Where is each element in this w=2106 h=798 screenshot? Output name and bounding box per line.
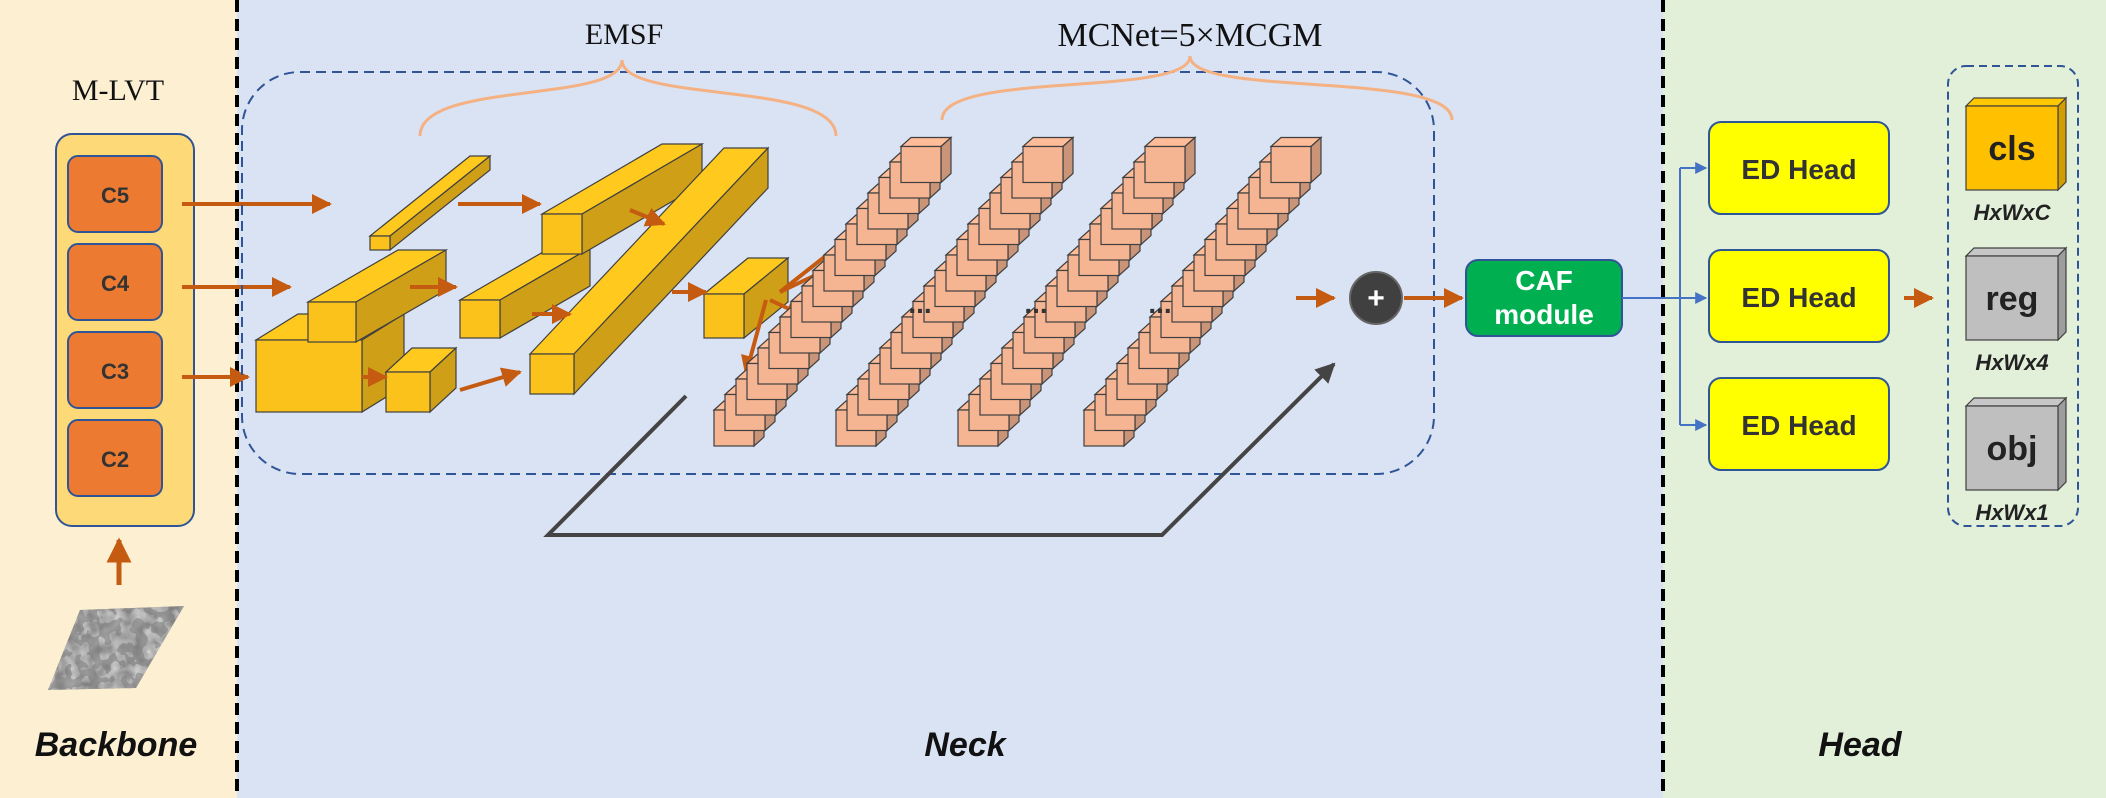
mcgm-stack-1 xyxy=(712,136,953,448)
mcgm-cube xyxy=(1021,136,1075,184)
mcgm-ellipsis-2: ... xyxy=(1024,288,1047,319)
emsf-label: EMSF xyxy=(585,18,663,51)
backbone-title: M-LVT xyxy=(72,74,164,107)
sum-node xyxy=(1349,271,1403,325)
ed-heads: ED Head ED Head ED Head xyxy=(1708,121,1890,471)
mcgm-stack-2 xyxy=(834,136,1075,448)
ed-head-1: ED Head xyxy=(1708,121,1890,215)
backbone-level-label: C5 xyxy=(101,183,129,208)
emsf-block-diagonal xyxy=(528,146,770,396)
sum-symbol: + xyxy=(1367,282,1385,315)
emsf-block-c5-thin xyxy=(368,154,492,252)
ed-head-label: ED Head xyxy=(1741,282,1856,313)
section-label-neck: Neck xyxy=(924,726,1007,764)
backbone-level-c4: C4 xyxy=(67,243,163,321)
backbone-level-c2: C2 xyxy=(67,419,163,497)
mcgm-stack-4 xyxy=(1082,136,1323,448)
section-label-backbone: Backbone xyxy=(35,726,198,764)
output-label-reg: reg xyxy=(1986,280,2039,318)
output-tensor-obj xyxy=(1964,396,2068,492)
mcgm-ellipsis-1: ... xyxy=(908,288,931,319)
emsf-block-small-a xyxy=(384,346,458,414)
output-tensor-cls xyxy=(1964,96,2068,192)
neck-section xyxy=(237,0,1663,798)
emsf-block-c4-long xyxy=(305,248,449,344)
output-label-obj: obj xyxy=(1987,430,2038,468)
emsf-brace xyxy=(418,59,838,137)
backbone-level-label: C3 xyxy=(101,359,129,384)
mcgm-cube xyxy=(1143,136,1197,184)
head-connectors xyxy=(1622,162,1708,431)
neck-container xyxy=(241,71,1435,475)
mcgm-stack-3 xyxy=(956,136,1197,448)
ed-head-label: ED Head xyxy=(1741,154,1856,185)
mcnet-label: MCNet=5×MCGM xyxy=(1057,17,1322,54)
ed-head-3: ED Head xyxy=(1708,377,1890,471)
ed-head-label: ED Head xyxy=(1741,410,1856,441)
backbone-level-label: C2 xyxy=(101,447,129,472)
mcgm-ellipsis-3: ... xyxy=(1148,288,1171,319)
emsf-arrows xyxy=(362,178,924,392)
backbone-level-label: C4 xyxy=(101,271,130,296)
section-label-head: Head xyxy=(1818,726,1902,764)
ed-head-2: ED Head xyxy=(1708,249,1890,343)
mcgm-cube xyxy=(1269,136,1323,184)
emsf-feature-blocks xyxy=(253,142,790,414)
caf-label-line1: CAF xyxy=(1515,265,1573,296)
outputs-container xyxy=(1947,65,2079,527)
output-dims-reg: HxWx4 xyxy=(1975,350,2048,375)
output-tensor-reg xyxy=(1964,246,2068,342)
output-dims-obj: HxWx1 xyxy=(1975,500,2048,525)
backbone-level-c5: C5 xyxy=(67,155,163,233)
emsf-block-output xyxy=(702,256,790,340)
output-dims-cls: HxWxC xyxy=(1973,200,2051,225)
caf-label-line2: module xyxy=(1494,299,1594,330)
emsf-block-mid xyxy=(457,246,593,340)
emsf-block-upper xyxy=(539,142,705,256)
mcnet-brace xyxy=(940,55,1454,121)
output-label-cls: cls xyxy=(1988,130,2035,168)
residual-connector xyxy=(543,362,1336,537)
mcgm-cube xyxy=(899,136,953,184)
backbone-level-c3: C3 xyxy=(67,331,163,409)
mcgm-cube-stacks xyxy=(712,136,1323,448)
